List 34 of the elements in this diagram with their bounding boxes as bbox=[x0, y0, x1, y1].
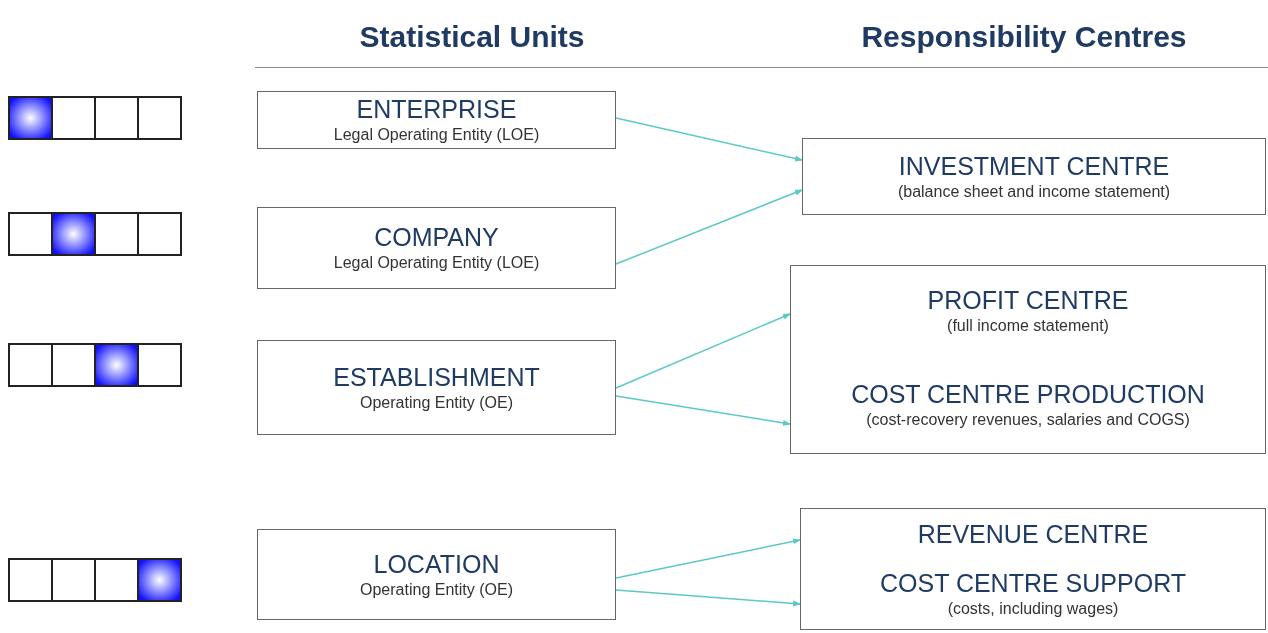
arrow bbox=[615, 395, 791, 426]
arrow bbox=[615, 189, 803, 265]
box-title: REVENUE CENTRE bbox=[917, 518, 1149, 549]
box-title: COST CENTRE PRODUCTION bbox=[851, 378, 1205, 409]
box-subtitle: (full income statement) bbox=[947, 316, 1109, 336]
box-title: COMPANY bbox=[374, 222, 499, 252]
entity-box bbox=[257, 529, 616, 620]
arrow bbox=[615, 538, 801, 579]
entity-box bbox=[257, 340, 616, 435]
box-subtitle: Operating Entity (OE) bbox=[360, 579, 513, 600]
entity-box bbox=[790, 265, 1266, 357]
column-heading: Statistical Units bbox=[358, 19, 586, 55]
entity-box bbox=[257, 207, 616, 289]
box-title: ESTABLISHMENT bbox=[333, 361, 540, 392]
entity-box bbox=[790, 356, 1266, 454]
box-subtitle: Operating Entity (OE) bbox=[360, 392, 513, 413]
box-title: LOCATION bbox=[373, 548, 500, 579]
box-subtitle: (costs, including wages) bbox=[947, 598, 1119, 619]
entity-box bbox=[800, 558, 1266, 630]
entity-box bbox=[257, 91, 616, 149]
box-subtitle: Legal Operating Entity (LOE) bbox=[333, 125, 540, 145]
box-subtitle: Legal Operating Entity (LOE) bbox=[333, 253, 540, 273]
arrow bbox=[615, 589, 801, 607]
box-subtitle: (balance sheet and income statement) bbox=[897, 181, 1171, 202]
box-title: INVESTMENT CENTRE bbox=[898, 150, 1170, 181]
box-title: PROFIT CENTRE bbox=[927, 285, 1129, 315]
arrow bbox=[615, 313, 791, 389]
box-title: COST CENTRE SUPPORT bbox=[879, 567, 1187, 598]
entity-box bbox=[800, 508, 1266, 559]
entity-box bbox=[802, 138, 1266, 215]
box-subtitle: (cost-recovery revenues, salaries and COGS) bbox=[866, 409, 1190, 430]
box-title: ENTERPRISE bbox=[356, 94, 517, 124]
column-heading: Responsibility Centres bbox=[860, 19, 1188, 55]
arrow bbox=[615, 117, 803, 162]
